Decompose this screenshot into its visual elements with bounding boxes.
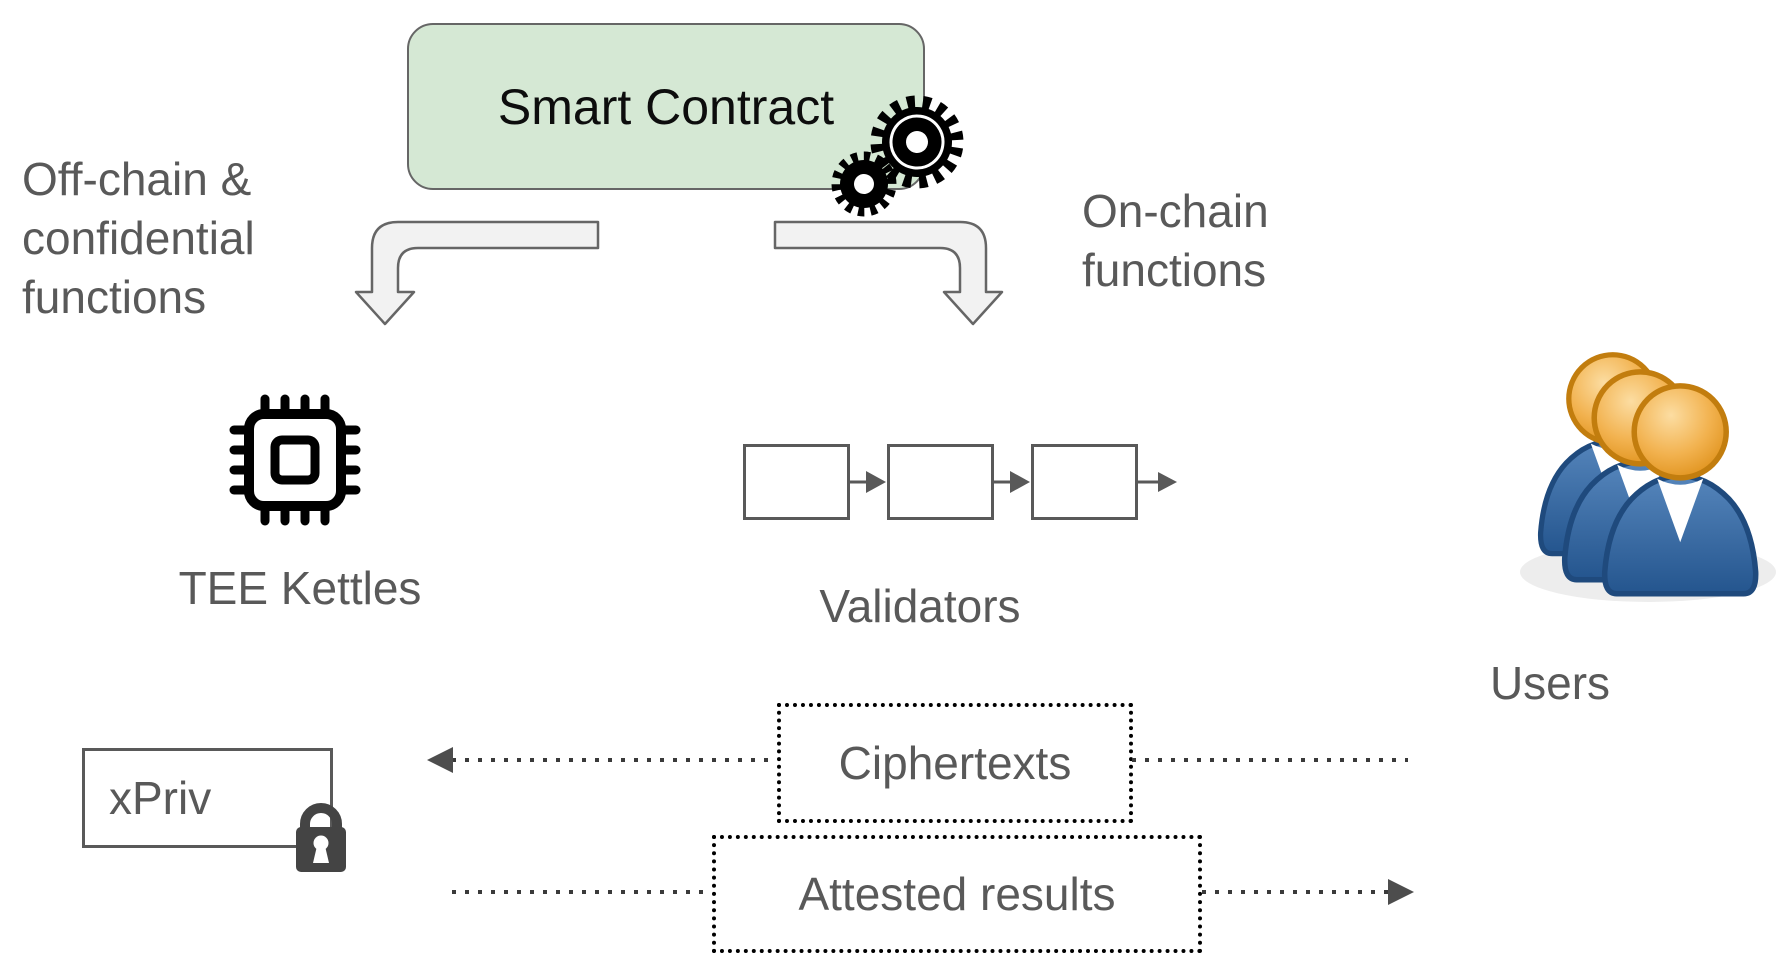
cpu-chip-icon [229, 394, 361, 526]
ciphertexts-label: Ciphertexts [838, 737, 1072, 789]
users-label: Users [1489, 657, 1611, 709]
validator-block [1031, 444, 1138, 520]
off-chain-flow-arrow [354, 220, 600, 326]
validator-block [887, 444, 994, 520]
validator-block [743, 444, 850, 520]
ciphertexts-arrowhead [427, 747, 453, 773]
tee-kettles-label: TEE Kettles [178, 562, 422, 614]
smart-contract-label: Smart Contract [497, 78, 835, 135]
xpriv-label: xPriv [109, 772, 212, 824]
validators-label: Validators [819, 580, 1021, 632]
attested-results-node: Attested results [712, 835, 1202, 953]
users-group-icon [1520, 352, 1776, 602]
on-chain-functions-label: On-chain functions [1082, 185, 1269, 296]
xpriv-node: xPriv [82, 748, 333, 848]
on-chain-flow-arrow [773, 220, 1004, 326]
smart-contract-node: Smart Contract [407, 23, 925, 190]
off-chain-functions-label: Off-chain & confidential functions [22, 153, 255, 323]
attested-results-arrowhead [1388, 879, 1414, 905]
attested-results-label: Attested results [798, 868, 1116, 920]
ciphertexts-node: Ciphertexts [777, 703, 1133, 823]
